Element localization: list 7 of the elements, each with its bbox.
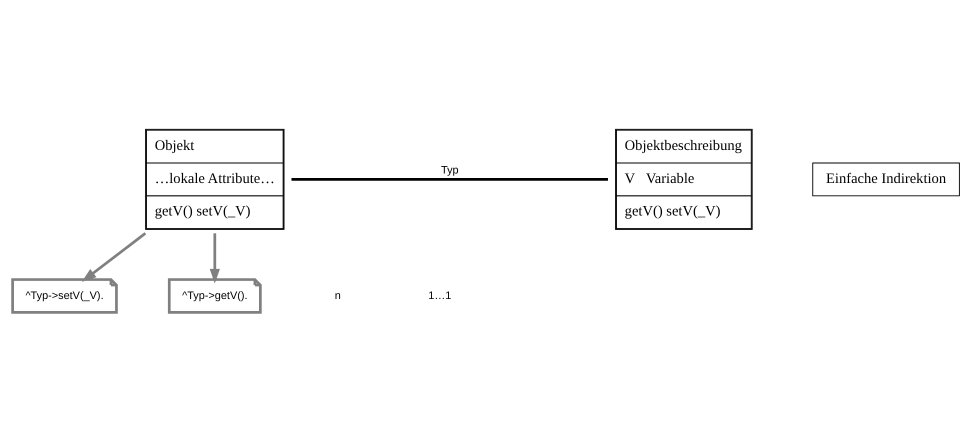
node-box: Einfache Indirektion [812, 162, 960, 196]
label: n [334, 289, 341, 302]
arrow [210, 232, 220, 284]
label: 1…1 [428, 289, 452, 302]
edge-label: Typ [441, 164, 459, 176]
connector [291, 178, 608, 180]
arrow [82, 232, 146, 282]
